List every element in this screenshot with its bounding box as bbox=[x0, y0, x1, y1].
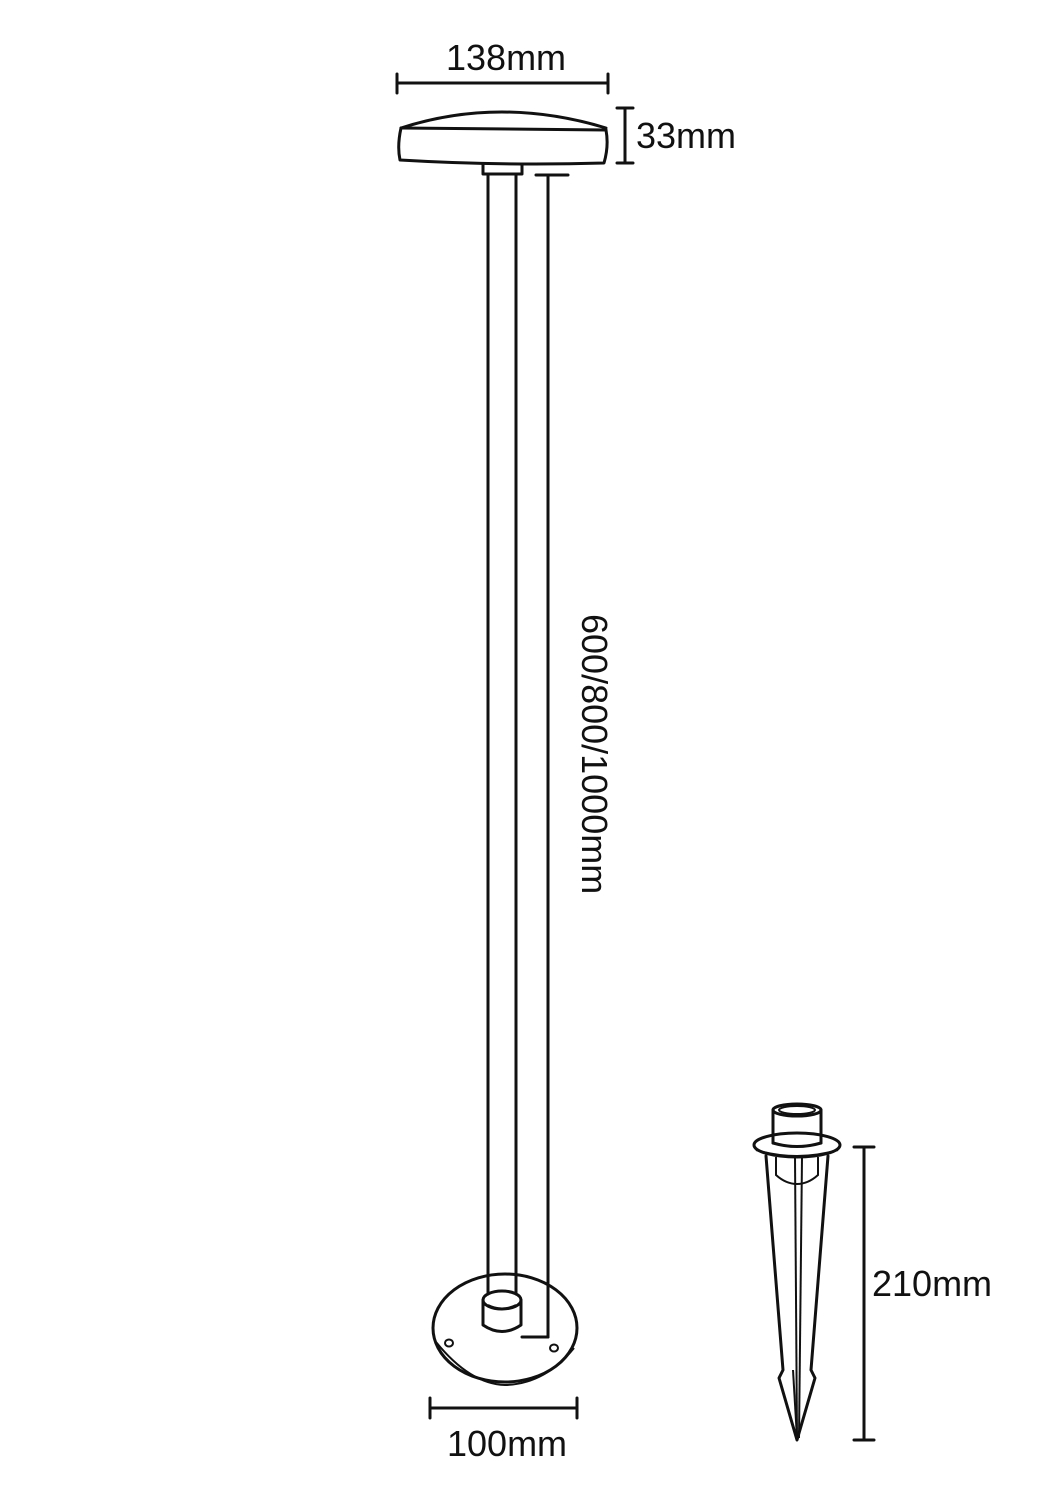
head-width-dimension-line bbox=[395, 72, 610, 95]
mounting-hole-left bbox=[444, 1338, 454, 1348]
ground-spike bbox=[752, 1102, 842, 1442]
spike-length-label: 210mm bbox=[872, 1263, 993, 1304]
base-diameter-dimension-line bbox=[428, 1396, 579, 1420]
lamp-head bbox=[397, 110, 609, 166]
base-diameter-label: 100mm bbox=[447, 1423, 568, 1464]
pole bbox=[486, 172, 518, 1296]
head-height-dimension-line bbox=[615, 106, 635, 165]
pole-length-dimension-line bbox=[520, 173, 570, 1339]
pole-top-collar bbox=[481, 162, 524, 176]
head-width-label: 138mm bbox=[446, 37, 567, 78]
spike-length-dimension-line bbox=[852, 1145, 876, 1442]
pole-length-label: 600/800/1000mm bbox=[574, 614, 615, 895]
base-plate bbox=[431, 1272, 579, 1387]
mounting-hole-right bbox=[549, 1343, 559, 1353]
head-height-label: 33mm bbox=[636, 115, 737, 156]
